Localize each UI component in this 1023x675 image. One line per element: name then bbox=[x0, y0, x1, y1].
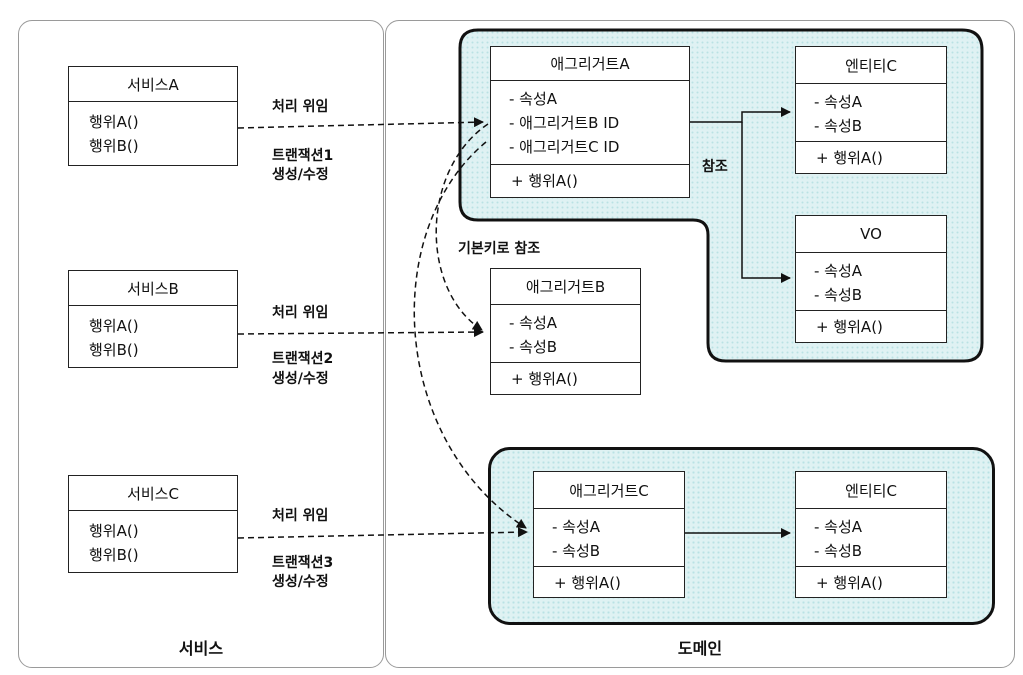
primary-key-reference-label: 기본키로 참조 bbox=[458, 241, 541, 257]
vo-op: + 행위A() bbox=[816, 318, 883, 336]
ref-arrow-entity-c bbox=[690, 107, 791, 123]
delegate-arrow-a bbox=[237, 117, 484, 129]
reference-label: 참조 bbox=[702, 159, 728, 175]
aggregate-a-op: + 행위A() bbox=[511, 172, 578, 190]
aggregate-c-box: 애그리거트C - 속성A - 속성B + 행위A() bbox=[533, 471, 685, 598]
aggregate-a-attr-3: - 애그리거트C ID bbox=[509, 138, 620, 156]
aggregate-c-name: 애그리거트C bbox=[534, 472, 684, 509]
aggregate-b-name: 애그리거트B bbox=[491, 269, 640, 305]
service-c-op-1: 행위A() bbox=[89, 522, 139, 540]
service-a-name: 서비스A bbox=[69, 67, 237, 102]
service-layer-title: 서비스 bbox=[178, 639, 224, 658]
aggregate-a-box: 애그리거트A - 속성A - 애그리거트B ID - 애그리거트C ID + 행… bbox=[490, 46, 690, 198]
ref-arrow-vo bbox=[741, 122, 791, 283]
service-c-box: 서비스C 행위A() 행위B() bbox=[68, 475, 238, 573]
service-b-delegate-label: 처리 위임 bbox=[272, 305, 329, 321]
entity-c-bottom-attr-1: - 속성A bbox=[814, 518, 863, 536]
service-c-txn-sub-label: 생성/수정 bbox=[272, 574, 329, 590]
entity-c-top-op: + 행위A() bbox=[816, 149, 883, 167]
entity-c-bottom-name: 엔티티C bbox=[796, 472, 946, 509]
service-c-delegate-label: 처리 위임 bbox=[272, 508, 329, 524]
service-a-op-2: 행위B() bbox=[89, 137, 139, 155]
entity-c-top-box: 엔티티C - 속성A - 속성B + 행위A() bbox=[795, 46, 947, 174]
vo-name: VO bbox=[796, 216, 946, 253]
vo-attr-1: - 속성A bbox=[814, 262, 863, 280]
domain-layer-title: 도메인 bbox=[677, 639, 723, 658]
service-a-txn-sub-label: 생성/수정 bbox=[272, 167, 329, 183]
delegate-arrow-c bbox=[237, 527, 528, 539]
pk-ref-arrow-c bbox=[413, 141, 527, 529]
entity-c-top-attr-2: - 속성B bbox=[814, 117, 863, 135]
entity-c-bottom-box: 엔티티C - 속성A - 속성B + 행위A() bbox=[795, 471, 947, 598]
aggregate-b-box: 애그리거트B - 속성A - 속성B + 행위A() bbox=[490, 268, 641, 395]
service-b-txn-label: 트랜잭션2 bbox=[272, 351, 334, 367]
vo-box: VO - 속성A - 속성B + 행위A() bbox=[795, 215, 947, 343]
vo-attr-2: - 속성B bbox=[814, 286, 863, 304]
service-c-name: 서비스C bbox=[69, 476, 237, 511]
service-a-delegate-label: 처리 위임 bbox=[272, 99, 329, 115]
service-b-name: 서비스B bbox=[69, 271, 237, 306]
aggregate-c-attr-1: - 속성A bbox=[552, 518, 601, 536]
entity-c-bottom-attr-2: - 속성B bbox=[814, 542, 863, 560]
aggregate-a-attr-2: - 애그리거트B ID bbox=[509, 114, 620, 132]
aggregate-b-attr-1: - 속성A bbox=[509, 314, 558, 332]
aggregate-a-attr-1: - 속성A bbox=[509, 90, 558, 108]
entity-c-bottom-op: + 행위A() bbox=[816, 573, 883, 592]
entity-c-top-name: 엔티티C bbox=[796, 47, 946, 84]
delegate-arrow-b bbox=[237, 327, 484, 338]
service-c-op-2: 행위B() bbox=[89, 546, 139, 564]
service-b-box: 서비스B 행위A() 행위B() bbox=[68, 270, 238, 368]
aggregate-b-attr-2: - 속성B bbox=[509, 338, 558, 356]
aggregate-b-op: + 행위A() bbox=[511, 370, 578, 388]
aggregate-a-name: 애그리거트A bbox=[491, 47, 689, 81]
pk-ref-arrow-b bbox=[435, 123, 489, 331]
service-c-txn-label: 트랜잭션3 bbox=[272, 555, 334, 571]
entity-c-top-attr-1: - 속성A bbox=[814, 93, 863, 111]
service-b-txn-sub-label: 생성/수정 bbox=[272, 371, 329, 387]
service-b-op-2: 행위B() bbox=[89, 341, 139, 359]
aggregate-c-op: + 행위A() bbox=[554, 573, 621, 592]
service-b-op-1: 행위A() bbox=[89, 317, 139, 335]
aggregate-c-attr-2: - 속성B bbox=[552, 542, 601, 560]
service-a-txn-label: 트랜잭션1 bbox=[272, 148, 334, 164]
service-a-box: 서비스A 행위A() 행위B() bbox=[68, 66, 238, 166]
service-a-op-1: 행위A() bbox=[89, 113, 139, 131]
